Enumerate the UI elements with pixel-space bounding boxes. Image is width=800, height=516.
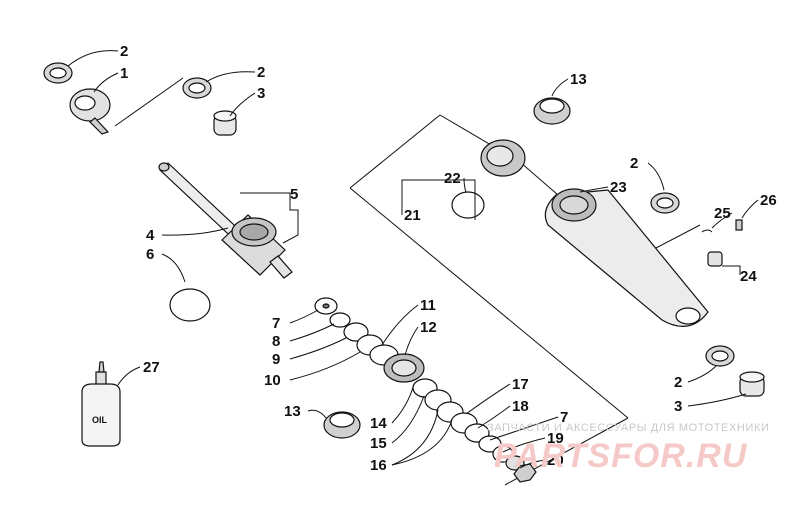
shaft-eye-1 (69, 88, 111, 135)
callout-12: 12 (420, 319, 437, 336)
shock-body-23 (544, 188, 709, 327)
callout-20: 20 (547, 452, 564, 469)
callout-2: 2 (120, 43, 128, 60)
callout-15: 15 (370, 435, 387, 452)
valve-24 (701, 219, 743, 267)
bushing-2-upper-left (43, 62, 73, 84)
sleeve-3-lower-right (739, 371, 765, 397)
sleeve-3-upper (213, 110, 237, 136)
callout-11: 11 (420, 297, 436, 314)
damper-body (221, 214, 293, 279)
callout-13: 13 (570, 71, 587, 88)
callout-16: 16 (370, 457, 387, 474)
callout-2: 2 (630, 155, 638, 172)
leader-lines (67, 50, 759, 469)
seal-13-lower (323, 411, 361, 439)
callout-2: 2 (674, 374, 682, 391)
callout-25: 25 (714, 205, 731, 222)
watermark-tagline: ЗАПЧАСТИ И АКСЕССУАРЫ ДЛЯ МОТОТЕХНИКИ (487, 422, 770, 434)
bushing-2-upper (182, 77, 212, 99)
valve-stack (314, 297, 537, 483)
callout-2: 2 (257, 64, 265, 81)
callout-27: 27 (143, 359, 160, 376)
callout-23: 23 (610, 179, 627, 196)
oil-bottle-27: OIL (81, 361, 121, 447)
o-ring-6 (169, 288, 211, 322)
watermark-logo: PARTSFOR.RU (494, 437, 748, 475)
callout-22: 22 (444, 170, 461, 187)
bushing-2-lower-right (705, 345, 735, 367)
callout-26: 26 (760, 192, 777, 209)
callout-19: 19 (547, 430, 564, 447)
callout-13: 13 (284, 403, 301, 420)
callout-3: 3 (674, 398, 682, 415)
callout-14: 14 (370, 415, 387, 432)
callout-3: 3 (257, 85, 265, 102)
callout-5: 5 (290, 186, 298, 203)
callout-1: 1 (120, 65, 128, 82)
callout-10: 10 (264, 372, 281, 389)
callout-17: 17 (512, 376, 529, 393)
oil-bottle-label: OIL (92, 415, 108, 425)
seal-13-upper (533, 97, 571, 125)
callout-7: 7 (560, 409, 568, 426)
o-ring-22 (451, 191, 485, 219)
callout-21: 21 (404, 207, 421, 224)
callout-6: 6 (146, 246, 154, 263)
callout-4: 4 (146, 227, 155, 244)
callout-8: 8 (272, 333, 280, 350)
bushing-2-right (650, 192, 680, 214)
callout-24: 24 (740, 268, 757, 285)
callout-7: 7 (272, 315, 280, 332)
cap-assembly (480, 139, 526, 177)
callout-18: 18 (512, 398, 529, 415)
callout-numbers: 2 1 2 3 5 4 6 7 8 9 10 11 12 13 14 15 16… (120, 43, 777, 474)
callout-9: 9 (272, 351, 280, 368)
